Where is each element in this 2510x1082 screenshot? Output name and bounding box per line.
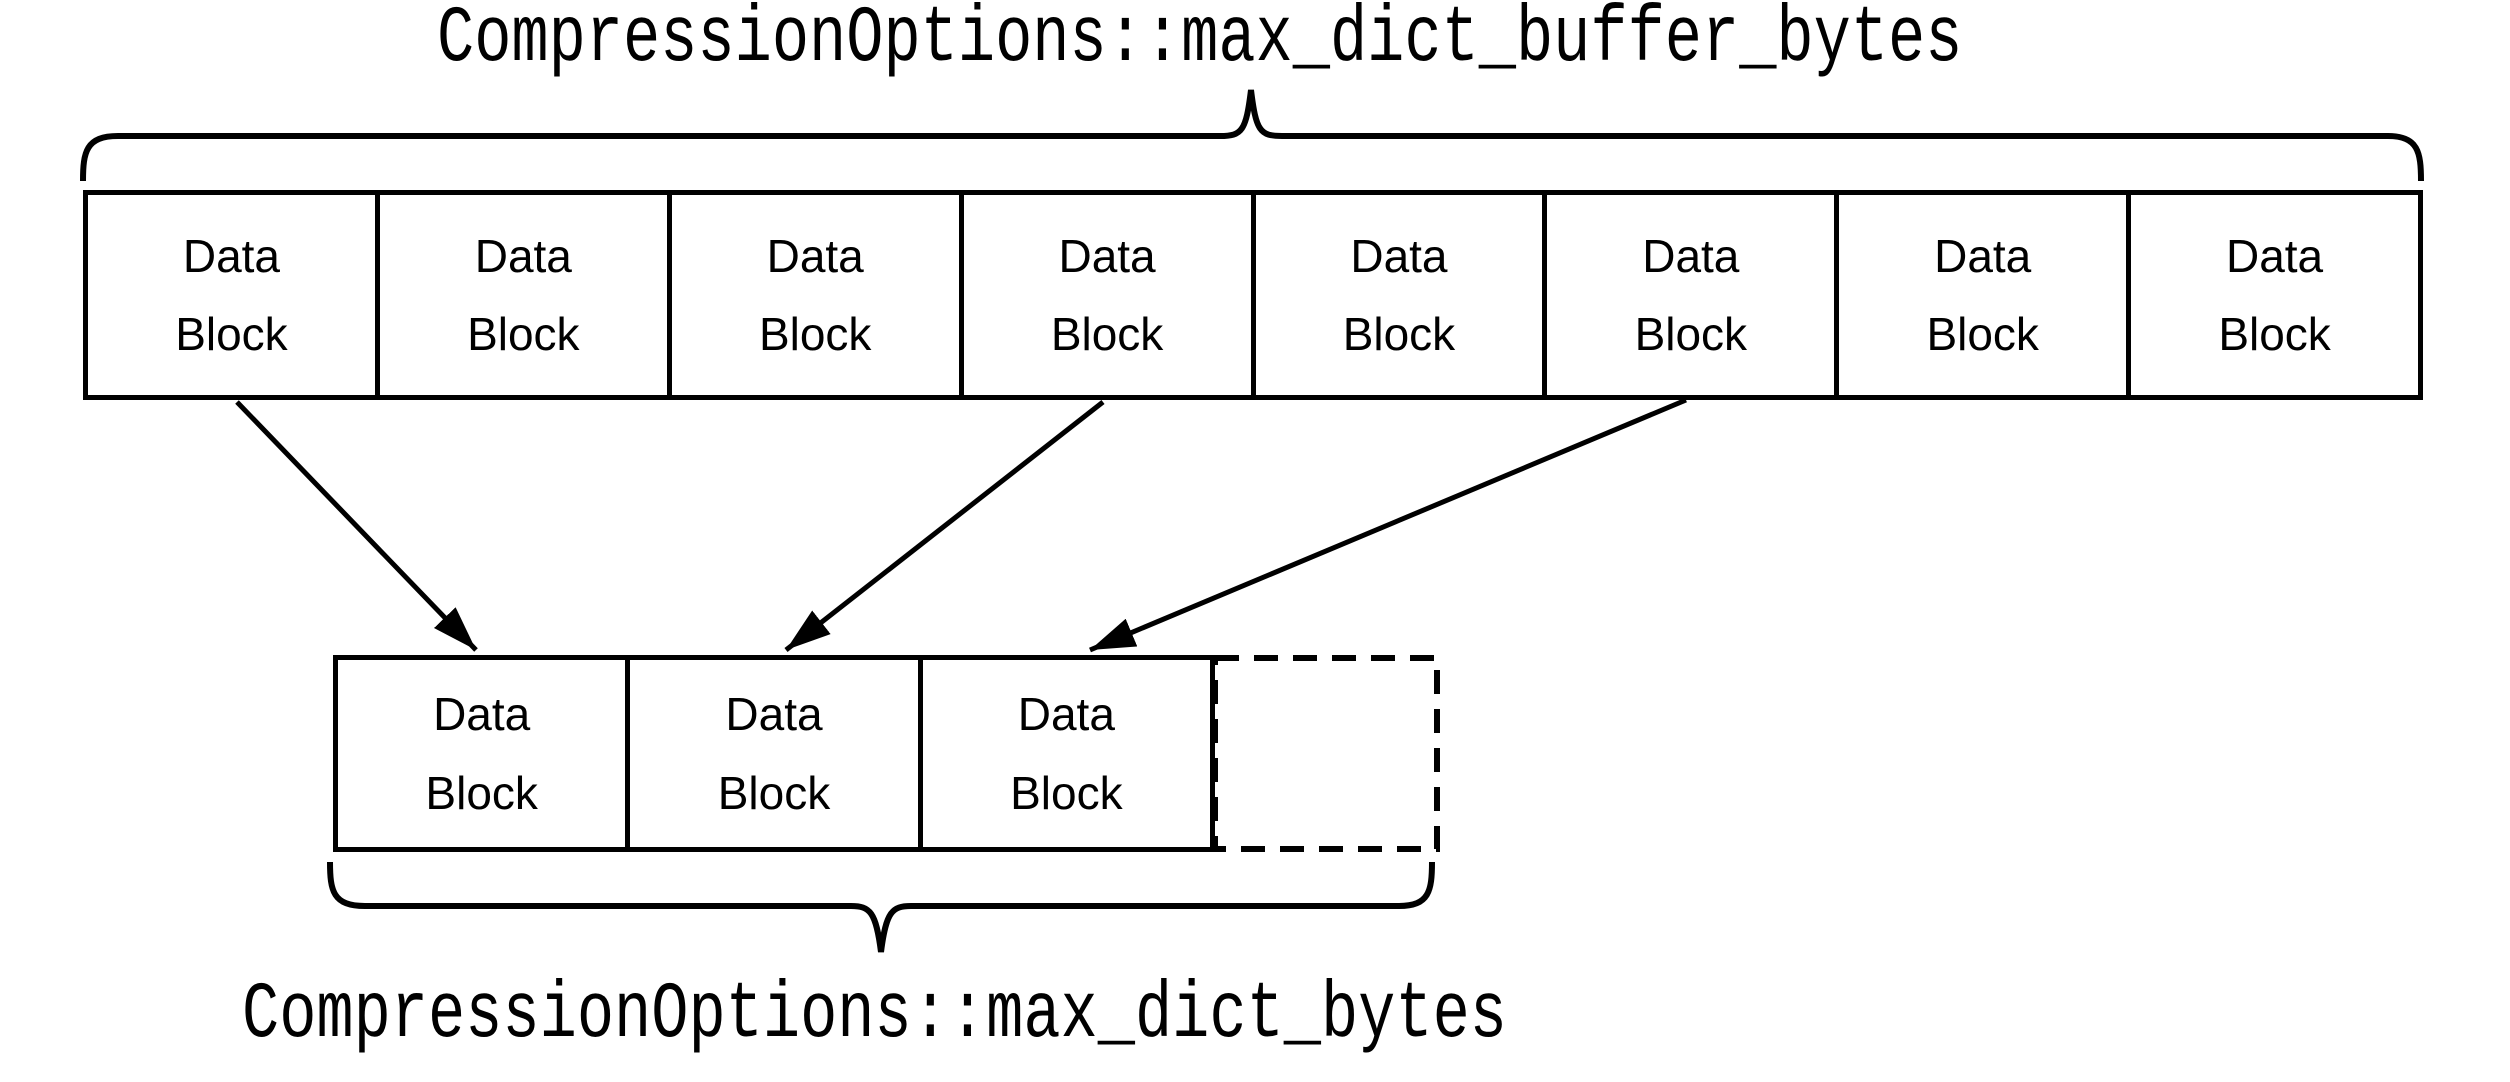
max-dict-bytes-label: CompressionOptions::max_dict_bytes <box>242 970 1508 1061</box>
data-block-label: Data Block <box>2218 229 2331 360</box>
data-block-label: Data Block <box>1010 688 1123 819</box>
buffer-data-block-2: Data Block <box>379 195 672 395</box>
bottom-brace <box>327 861 1435 953</box>
data-block-label: Data Block <box>1926 229 2039 360</box>
buffer-data-block-1: Data Block <box>88 195 380 395</box>
dict-row: Data Block Data Block Data Block <box>333 655 1215 852</box>
data-block-label: Data Block <box>758 229 872 360</box>
data-block-label: Data Block <box>467 229 580 360</box>
buffer-data-block-7: Data Block <box>1839 195 2132 395</box>
dict-placeholder-dashed-box <box>1212 655 1440 852</box>
arrow-buffer4-to-dict2 <box>784 400 1105 652</box>
data-block-label: Data Block <box>717 688 831 819</box>
data-block-label: Data Block <box>425 688 538 819</box>
buffer-data-block-4: Data Block <box>963 195 1256 395</box>
arrow-buffer1-to-dict1 <box>235 400 478 652</box>
data-block-label: Data Block <box>175 229 288 360</box>
buffer-data-block-3: Data Block <box>671 195 964 395</box>
buffer-data-block-8: Data Block <box>2131 195 2418 395</box>
dict-data-block-1: Data Block <box>338 660 631 847</box>
buffer-data-block-5: Data Block <box>1255 195 1548 395</box>
dict-data-block-3: Data Block <box>922 660 1210 847</box>
data-block-label: Data Block <box>1342 229 1456 360</box>
buffer-row: Data Block Data Block Data Block Data Bl… <box>83 190 2423 400</box>
top-brace <box>80 89 2424 182</box>
buffer-data-block-6: Data Block <box>1547 195 1840 395</box>
max-dict-buffer-bytes-label: CompressionOptions::max_dict_buffer_byte… <box>437 0 1963 85</box>
arrow-buffer6-to-dict3 <box>1089 397 1687 653</box>
data-block-label: Data Block <box>1050 229 1164 360</box>
dict-data-block-2: Data Block <box>630 660 923 847</box>
data-block-label: Data Block <box>1634 229 1748 360</box>
